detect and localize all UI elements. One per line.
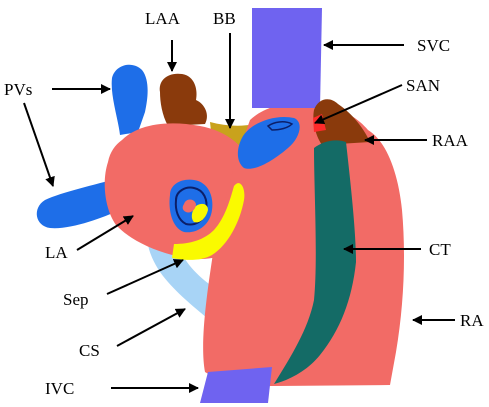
label-ivc: IVC (45, 379, 74, 398)
label-ra: RA (460, 311, 484, 330)
cs-arrow (117, 309, 185, 346)
label-ct: CT (429, 240, 451, 259)
label-svc: SVC (417, 36, 450, 55)
label-raa: RAA (432, 131, 469, 150)
superior-vena-cava (252, 8, 322, 108)
pvs-arrow-lower (24, 103, 53, 186)
label-san: SAN (406, 76, 440, 95)
label-pvs: PVs (4, 80, 32, 99)
left-atrial-appendage (160, 74, 207, 126)
label-bb: BB (213, 9, 236, 28)
label-sep: Sep (63, 290, 89, 309)
pulmonary-vein-upper (112, 65, 148, 135)
inferior-vena-cava (200, 367, 272, 403)
label-cs: CS (79, 341, 100, 360)
label-la: LA (45, 243, 68, 262)
label-laa: LAA (145, 9, 181, 28)
